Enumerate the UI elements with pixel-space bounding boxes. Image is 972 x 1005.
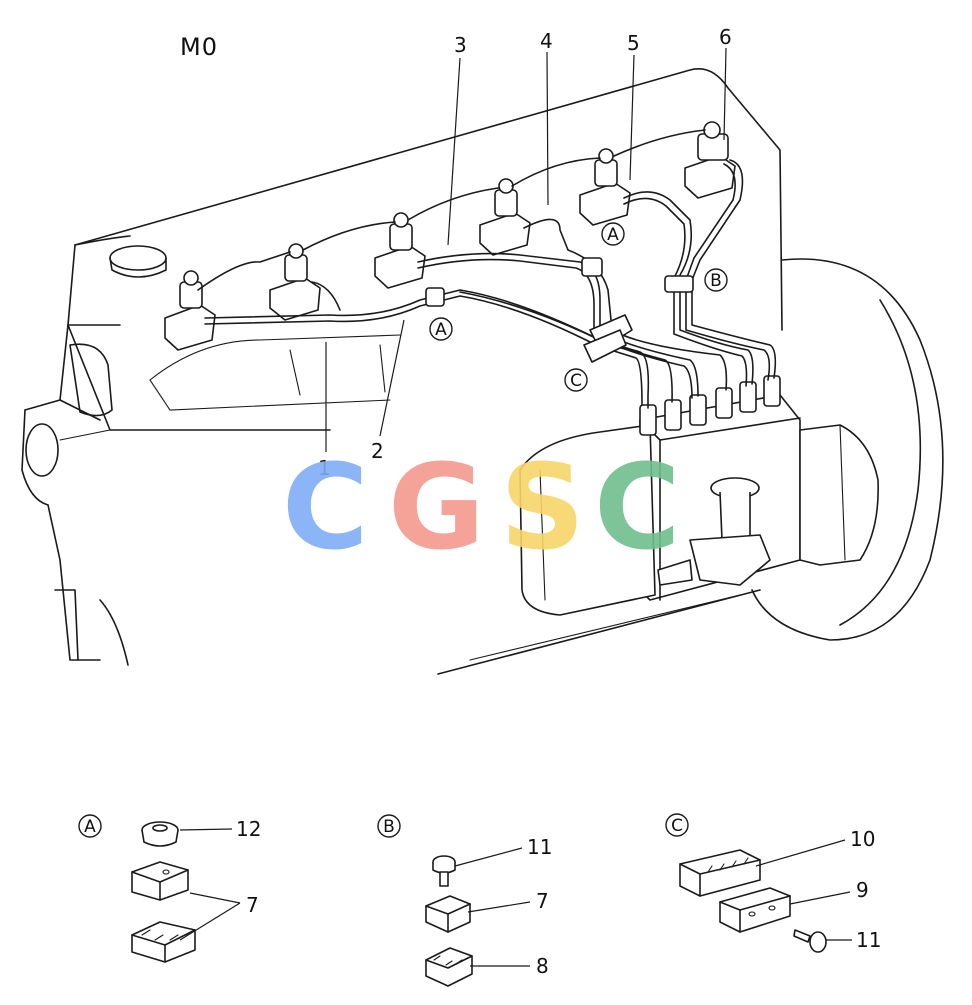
clamp-plate-9 xyxy=(719,887,791,933)
injector-4 xyxy=(479,178,531,256)
callout-1: 1 xyxy=(318,456,331,480)
bolt-11-b xyxy=(432,855,456,887)
detail-b-label-11: 11 xyxy=(527,835,552,859)
svg-text:A: A xyxy=(84,817,96,837)
pump-delivery-valves xyxy=(639,375,781,436)
section-ref-a-lower: A xyxy=(429,317,453,341)
detail-b-label-8: 8 xyxy=(536,954,549,978)
detail-c-label-11: 11 xyxy=(856,928,881,952)
callout-6: 6 xyxy=(719,25,732,49)
clamp-7-b xyxy=(425,895,471,933)
svg-text:A: A xyxy=(435,320,447,340)
watermark-letter-2: G xyxy=(388,438,485,576)
clamp-upper-7 xyxy=(131,861,189,901)
callout-leaders xyxy=(325,47,727,452)
injection-pump xyxy=(519,375,879,616)
watermark-logo: C G S C xyxy=(282,438,681,576)
injector-3 xyxy=(374,212,426,289)
detail-c: C 10 9 11 xyxy=(665,813,881,953)
detail-c-label-9: 9 xyxy=(856,878,869,902)
detail-a: A 12 7 xyxy=(78,814,261,963)
pipe-clamp-c xyxy=(583,314,633,363)
bolt-11-c xyxy=(793,929,827,953)
watermark-letter-1: C xyxy=(282,438,369,576)
clamp-lower-7 xyxy=(131,921,196,963)
clamp-8-b xyxy=(425,947,473,987)
callout-4: 4 xyxy=(540,29,553,53)
callout-3: 3 xyxy=(454,33,467,57)
svg-text:A: A xyxy=(607,225,619,245)
pipe-clamp-b xyxy=(664,275,694,293)
section-ref-b: B xyxy=(704,268,728,292)
model-code: M0 xyxy=(180,33,218,61)
detail-a-label-7: 7 xyxy=(246,893,259,917)
svg-text:C: C xyxy=(570,371,582,391)
watermark-letter-3: S xyxy=(500,438,585,576)
section-ref-a-upper: A xyxy=(601,222,625,246)
injectors xyxy=(164,121,736,351)
detail-c-label-10: 10 xyxy=(850,827,875,851)
nut-12 xyxy=(141,821,179,847)
callout-2: 2 xyxy=(371,439,384,463)
svg-text:C: C xyxy=(671,816,683,836)
pipe-clamp-a-upper xyxy=(425,257,603,307)
injector-1 xyxy=(164,270,216,351)
injector-5 xyxy=(579,148,631,226)
detail-b-label-7: 7 xyxy=(536,889,549,913)
clamp-plate-10 xyxy=(679,849,761,897)
callout-5: 5 xyxy=(627,31,640,55)
detail-a-label-12: 12 xyxy=(236,817,261,841)
detail-b: B 11 7 8 xyxy=(377,814,552,987)
section-ref-c: C xyxy=(564,368,588,392)
injector-6 xyxy=(684,121,736,199)
svg-text:B: B xyxy=(383,817,395,837)
injection-pipes xyxy=(197,129,777,409)
watermark-letter-4: C xyxy=(594,438,681,576)
svg-text:B: B xyxy=(710,271,722,291)
injector-2 xyxy=(269,243,321,321)
engine-block xyxy=(21,68,944,675)
